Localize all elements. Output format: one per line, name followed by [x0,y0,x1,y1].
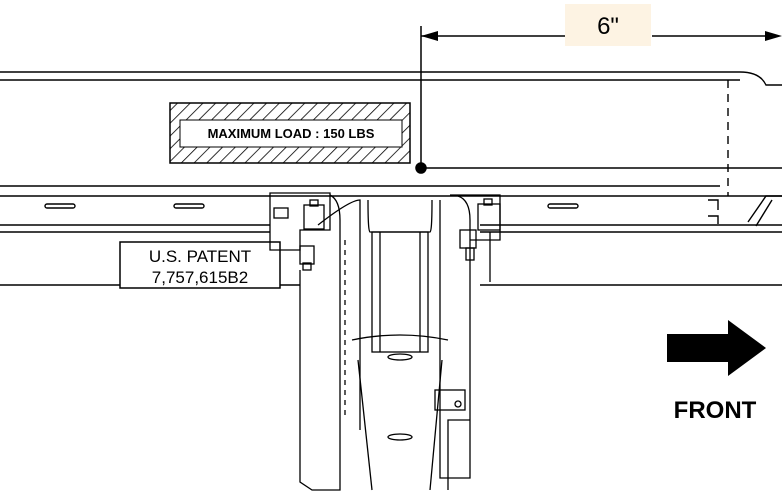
lower-rail [0,195,782,286]
max-load-plate: MAXIMUM LOAD : 150 LBS [169,102,411,164]
patent-line-1: U.S. PATENT [149,247,251,266]
dimension-label-bg [565,4,651,46]
patent-line-2: 7,757,615B2 [152,268,248,287]
top-rail [0,71,782,197]
front-arrow-icon [667,320,766,376]
dimension-label: 6" [597,13,619,40]
bracket-assembly [269,192,501,491]
patent-plate: U.S. PATENT 7,757,615B2 [119,241,281,289]
front-label: FRONT [674,397,757,424]
max-load-text: MAXIMUM LOAD : 150 LBS [208,126,375,141]
dimension-callout [415,26,782,174]
rail-slots [44,199,719,224]
